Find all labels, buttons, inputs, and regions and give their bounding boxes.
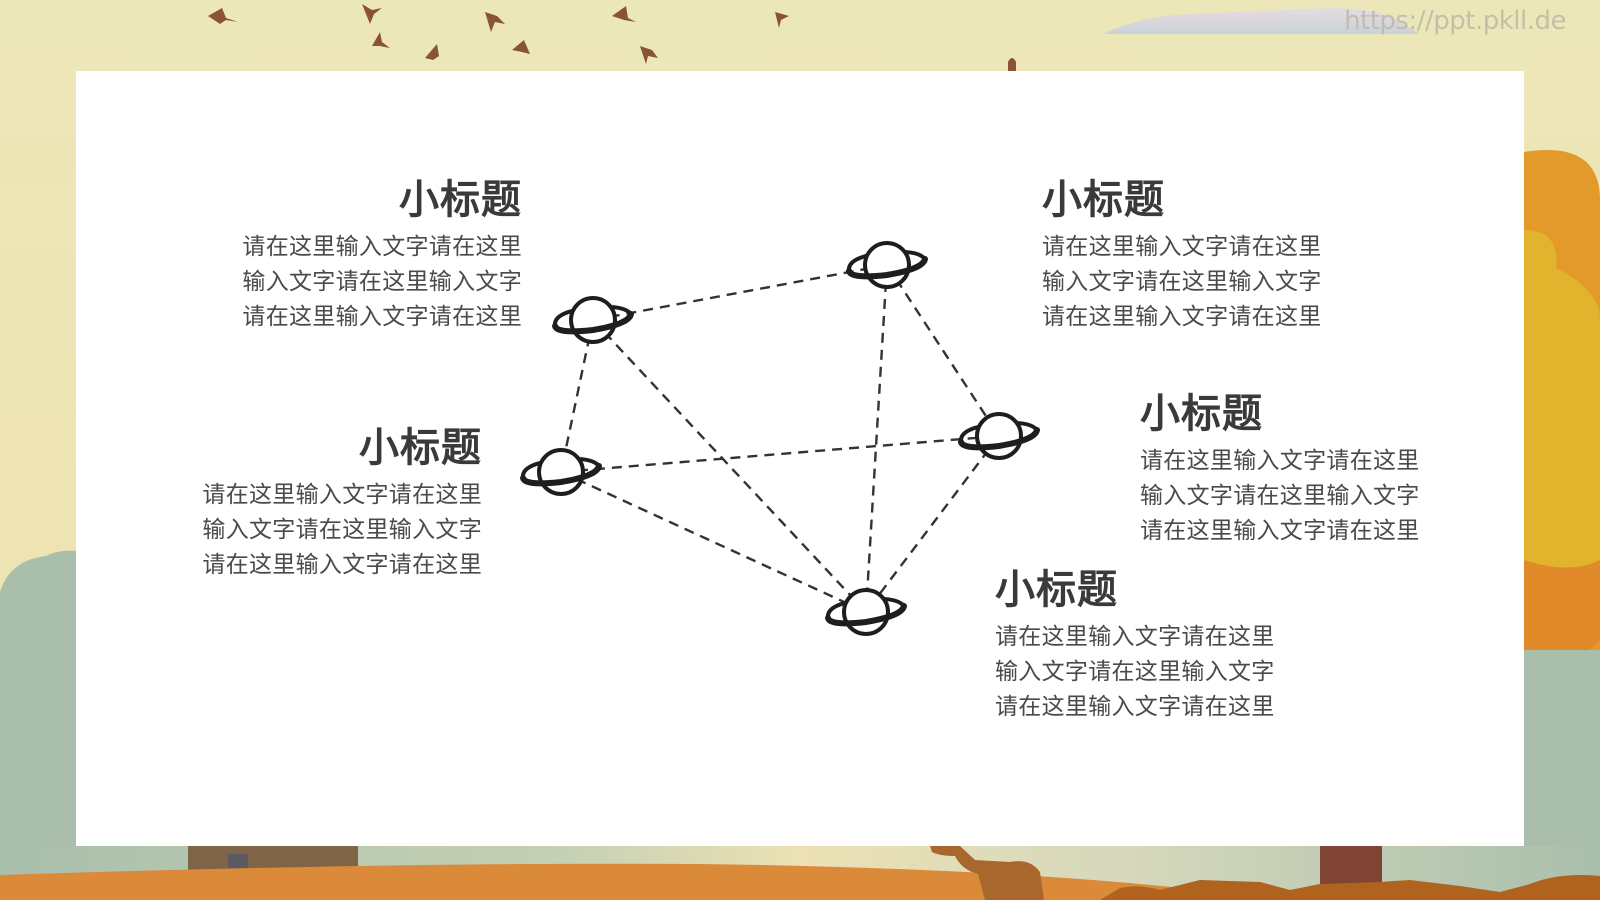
block-text-line: 请在这里输入文字请在这里: [995, 694, 1275, 720]
text-block-top-left: 小标题 请在这里输入文字请在这里 输入文字请在这里输入文字 请在这里输入文字请在…: [226, 176, 522, 335]
left-hill: [0, 550, 90, 900]
block-text-line: 请在这里输入文字请在这里: [1042, 304, 1322, 330]
text-block-bottom-right: 小标题 请在这里输入文字请在这里 输入文字请在这里输入文字 请在这里输入文字请在…: [995, 566, 1315, 725]
block-title: 小标题: [995, 567, 1118, 613]
bushes: [1100, 875, 1600, 900]
block-text-line: 输入文字请在这里输入文字: [202, 517, 482, 543]
watermark-url: https://ppt.pkll.de: [1344, 6, 1566, 36]
text-block-top-right: 小标题 请在这里输入文字请在这里 输入文字请在这里输入文字 请在这里输入文字请在…: [1042, 176, 1362, 335]
block-text-line: 输入文字请在这里输入文字: [1042, 269, 1322, 295]
block-text-line: 请在这里输入文字请在这里: [995, 624, 1275, 650]
block-text-line: 请在这里输入文字请在这里: [202, 552, 482, 578]
block-title: 小标题: [1140, 391, 1263, 437]
block-text-line: 请在这里输入文字请在这里: [202, 482, 482, 508]
block-text-line: 请在这里输入文字请在这里: [242, 234, 522, 260]
block-text-line: 请在这里输入文字请在这里: [1042, 234, 1322, 260]
block-text-line: 请在这里输入文字请在这里: [1140, 518, 1420, 544]
block-title: 小标题: [399, 177, 522, 223]
deer-icon: [930, 845, 1044, 900]
block-text-line: 请在这里输入文字请在这里: [1140, 448, 1420, 474]
block-text-line: 输入文字请在这里输入文字: [995, 659, 1275, 685]
birds-flock-icon: [208, 4, 1016, 72]
autumn-tree-icon: [1524, 150, 1600, 667]
block-title: 小标题: [1042, 177, 1165, 223]
ground: [0, 863, 1200, 900]
block-text-line: 请在这里输入文字请在这里: [242, 304, 522, 330]
text-block-mid-left: 小标题 请在这里输入文字请在这里 输入文字请在这里输入文字 请在这里输入文字请在…: [186, 424, 482, 583]
block-title: 小标题: [359, 425, 482, 471]
cloud-icon: [1103, 8, 1420, 34]
block-text-line: 输入文字请在这里输入文字: [242, 269, 522, 295]
block-text-line: 输入文字请在这里输入文字: [1140, 483, 1420, 509]
text-block-mid-right: 小标题 请在这里输入文字请在这里 输入文字请在这里输入文字 请在这里输入文字请在…: [1140, 390, 1460, 549]
